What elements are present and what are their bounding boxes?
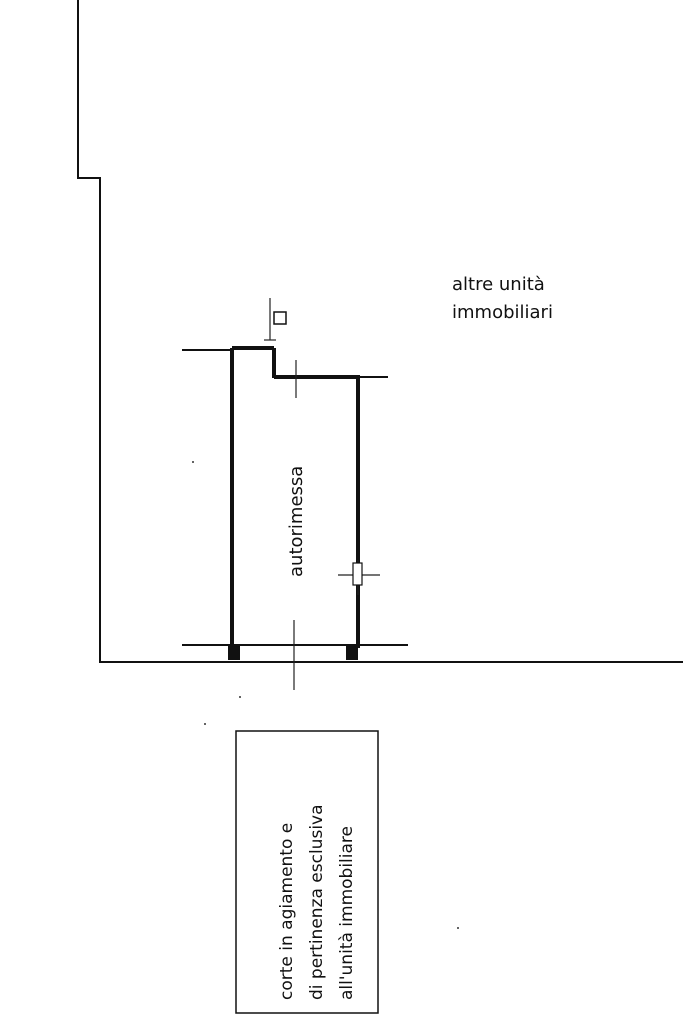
courtyard-label-line2: di pertinenza esclusiva (307, 804, 327, 1000)
courtyard-label-line1: corte in agiamento e (277, 823, 297, 1000)
other-units-label-line1: altre unità (452, 274, 545, 295)
garage-walls (182, 346, 408, 660)
courtyard-label-line3: all'unità immobiliare (337, 826, 357, 1000)
garage-label: autorimessa (286, 466, 307, 577)
other-units-label-line2: immobiliari (452, 302, 553, 323)
axis-markers (293, 360, 380, 690)
property-boundary (77, 0, 683, 663)
vent-symbol (264, 298, 287, 341)
courtyard-label-box (235, 730, 379, 1014)
